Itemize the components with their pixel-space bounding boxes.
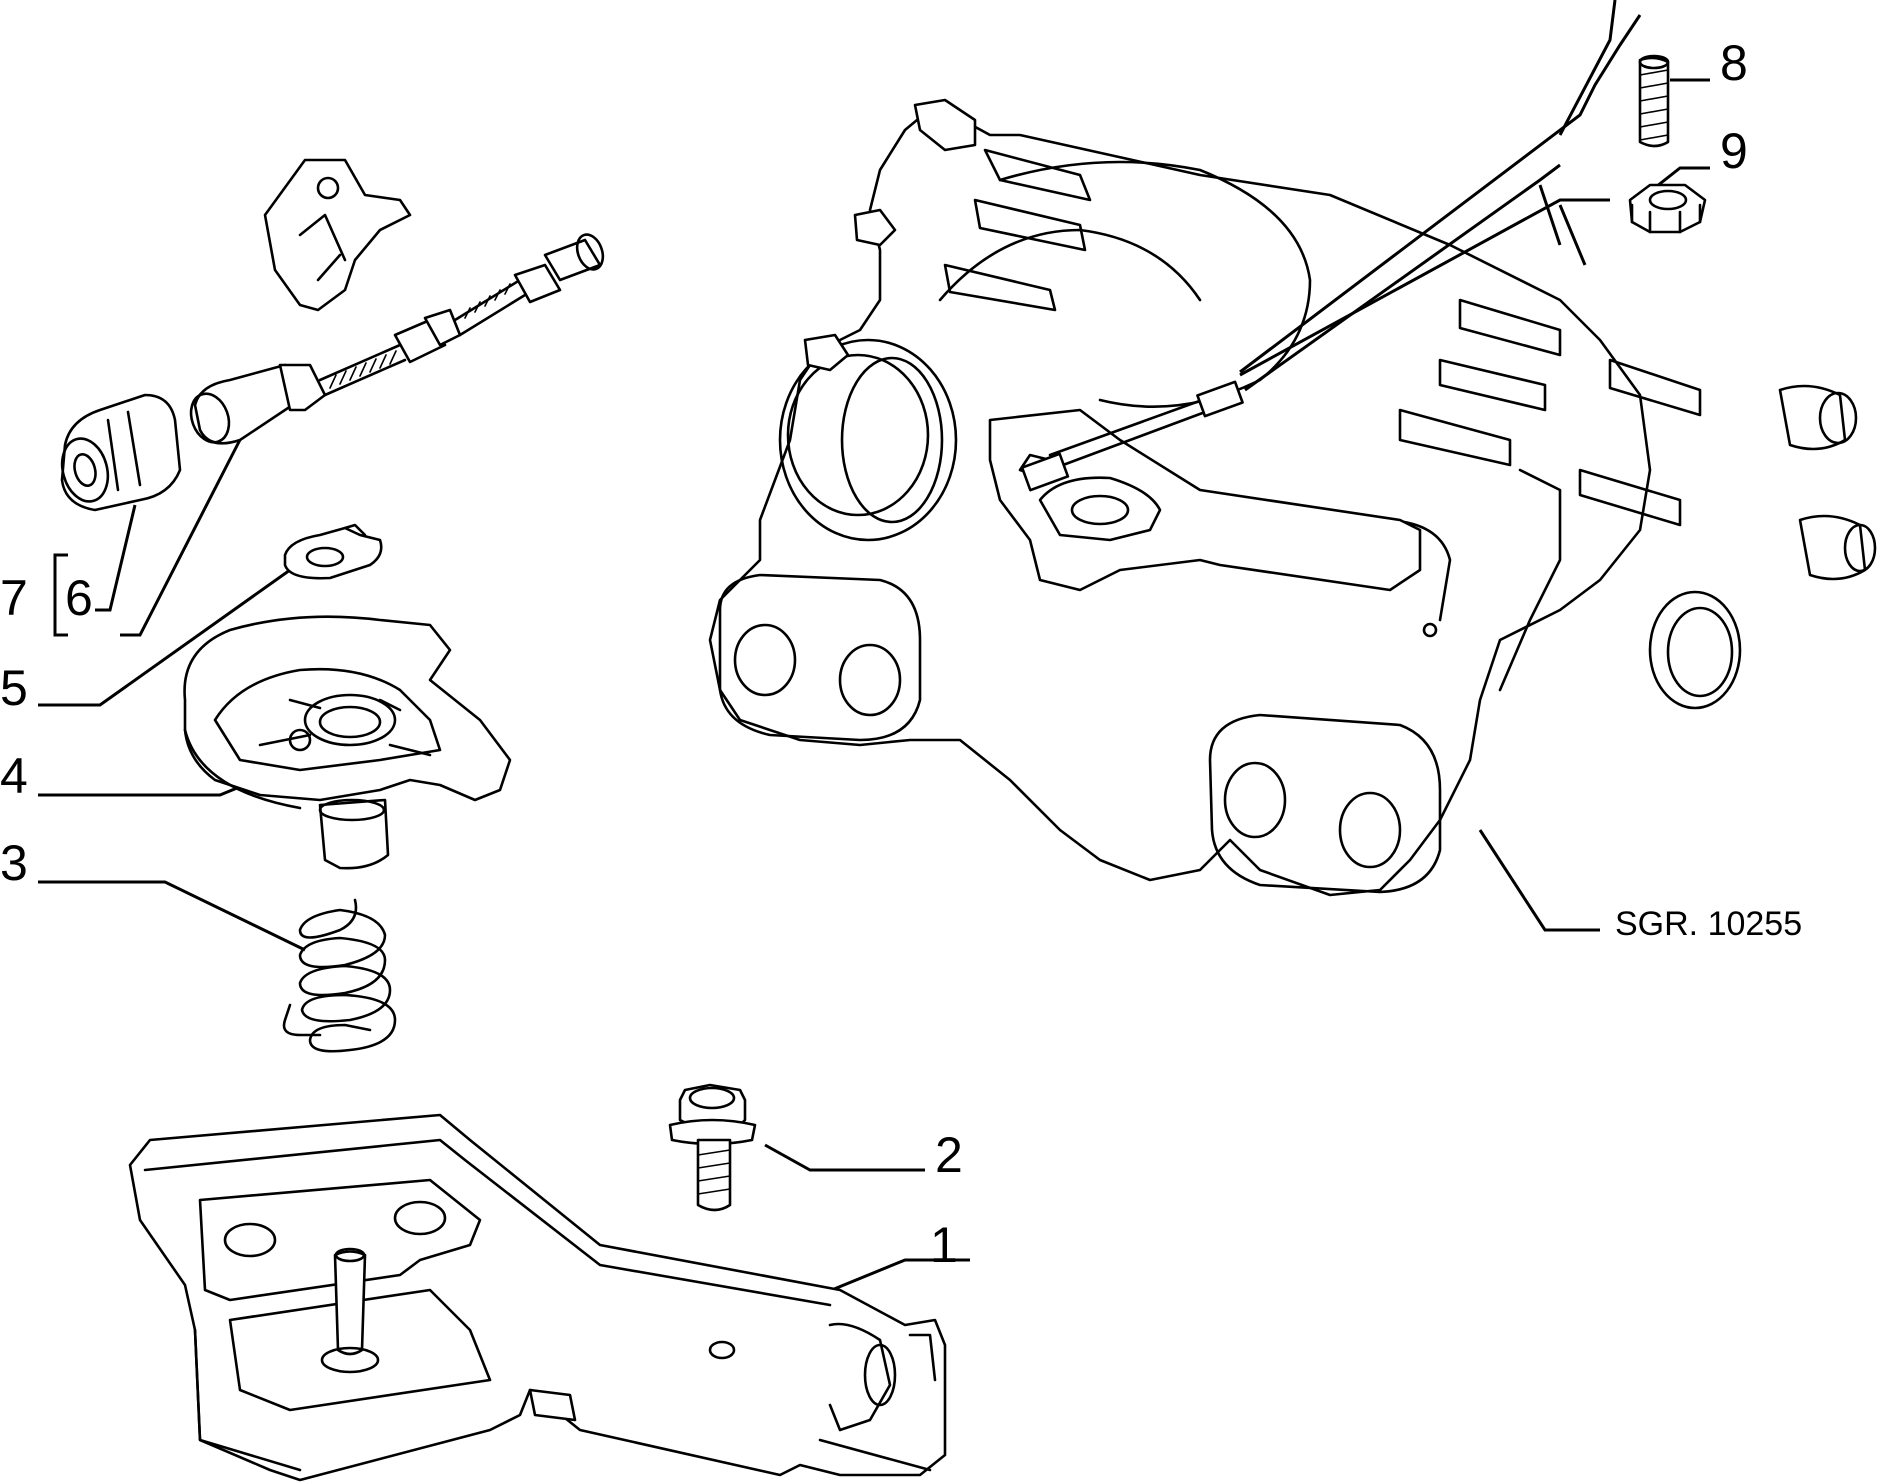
leader-7-bracket (53, 553, 68, 637)
callout-6: 6 (65, 570, 93, 626)
bolt-part-2 (668, 1083, 757, 1212)
callout-3: 3 (0, 835, 28, 891)
leader-9 (1651, 166, 1710, 192)
leader-3 (38, 880, 306, 952)
leader-2 (764, 1143, 925, 1172)
leader-top5 (1239, 14, 1642, 374)
leader-top4 (1538, 184, 1562, 246)
base-bracket-part-1 (128, 1113, 947, 1482)
cable-assembly-part-7 (189, 233, 605, 445)
callout-1: 1 (930, 1217, 958, 1273)
callout-8: 8 (1720, 35, 1748, 91)
plate-part-4 (183, 615, 512, 870)
callout-2: 2 (935, 1127, 963, 1183)
callout-labels: 1 2 3 4 5 6 7 8 9 SGR. 10255 (0, 35, 1802, 1273)
leader-6b (120, 429, 247, 637)
leader-5 (38, 568, 291, 707)
sleeve-part-6 (60, 393, 182, 512)
washer-part-5 (283, 523, 383, 580)
leader-6 (95, 504, 137, 612)
leader-ref (1478, 829, 1600, 932)
leader-top3 (1558, 0, 1617, 136)
nut-part-9 (1628, 183, 1707, 234)
leader-lines (38, 0, 1710, 1307)
callout-5: 5 (0, 660, 28, 716)
cable-clip-bracket (263, 158, 412, 312)
leader-top2 (1244, 163, 1561, 392)
spring-part-3 (282, 898, 397, 1053)
reference-code: SGR. 10255 (1615, 905, 1802, 943)
assembled-mini-bracket (988, 380, 1422, 592)
callout-7: 7 (0, 570, 28, 626)
callout-9: 9 (1720, 123, 1748, 179)
leader-top6 (1558, 204, 1587, 266)
gearbox-housing (708, 98, 1877, 897)
callout-4: 4 (0, 748, 28, 804)
stud-part-8 (1638, 54, 1670, 148)
